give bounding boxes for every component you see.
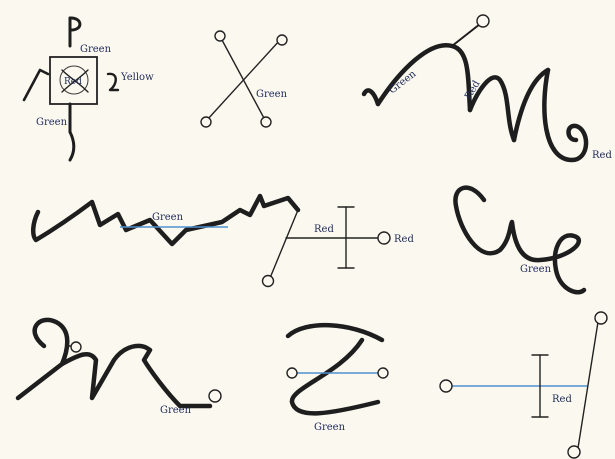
z-diagonal bbox=[292, 340, 378, 413]
script-ring bbox=[477, 15, 489, 27]
cross-ring-tl bbox=[215, 31, 225, 41]
label-green-zigzag: Green bbox=[152, 212, 184, 223]
seal-bottom-hook bbox=[70, 132, 74, 160]
sigil-zigzag: Green Red Red bbox=[33, 196, 414, 287]
script-stalk bbox=[452, 24, 480, 46]
label-yellow-seal-right: Yellow bbox=[120, 72, 154, 83]
label-red-bar: Red bbox=[314, 224, 334, 235]
loop-ring-small bbox=[71, 342, 81, 352]
label-green-cross: Green bbox=[256, 89, 288, 100]
z-top-arc bbox=[288, 325, 382, 340]
cross-line-2 bbox=[207, 40, 280, 120]
staff-ring-bottom bbox=[568, 446, 580, 458]
sigil-staff-cross: Red bbox=[440, 312, 607, 458]
sigil-u-curve: Green bbox=[455, 188, 584, 293]
label-red-seal-center: Red bbox=[64, 77, 82, 87]
label-red-ring: Red bbox=[394, 234, 414, 245]
sigil-cross: Green bbox=[201, 31, 288, 127]
cross-ring-br bbox=[261, 117, 271, 127]
z-ring-left bbox=[287, 368, 297, 378]
u-curve-stroke bbox=[455, 188, 584, 293]
sigil-box-seal: Green Yellow Green Red bbox=[24, 18, 154, 160]
label-red-staff: Red bbox=[552, 394, 572, 405]
zigzag-end-ring bbox=[378, 232, 390, 244]
seal-left-mark bbox=[24, 70, 48, 100]
sigil-flowing-script: Green Red Red bbox=[364, 15, 612, 161]
z-ring-right bbox=[378, 368, 388, 378]
staff-ring-top bbox=[595, 312, 607, 324]
seal-right-mark bbox=[108, 74, 118, 90]
label-green-seal-top: Green bbox=[80, 44, 112, 55]
label-red-spiral: Red bbox=[592, 150, 612, 161]
label-green-z: Green bbox=[314, 422, 346, 433]
sigil-z-shape: Green bbox=[287, 325, 388, 433]
zigzag-staff-ring bbox=[263, 276, 274, 287]
loop-end-ring bbox=[209, 390, 221, 402]
script-spiral bbox=[544, 70, 586, 160]
label-green-seal-bottom: Green bbox=[36, 117, 68, 128]
staff-diagonal bbox=[578, 322, 598, 448]
loop-first bbox=[18, 320, 67, 398]
zigzag-staff bbox=[270, 210, 298, 278]
staff-ring-left bbox=[440, 380, 452, 392]
sigil-loop-script: Green bbox=[18, 320, 221, 416]
script-arch-1 bbox=[378, 45, 470, 110]
cross-ring-bl bbox=[201, 117, 211, 127]
cross-ring-tr bbox=[277, 35, 287, 45]
loop-second bbox=[62, 346, 210, 406]
label-green-ucurve: Green bbox=[520, 264, 552, 275]
script-start bbox=[364, 90, 378, 104]
label-green-loop: Green bbox=[160, 405, 192, 416]
